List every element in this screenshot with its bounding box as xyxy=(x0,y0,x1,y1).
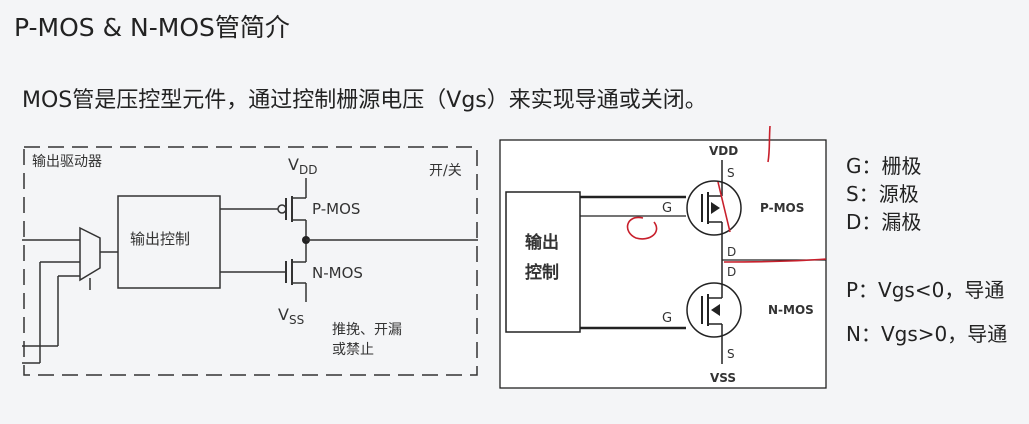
nmos-arrow xyxy=(711,304,720,316)
pmos-circle xyxy=(686,180,742,236)
right-diagram-frame xyxy=(499,139,827,389)
output-driver-label: 输出驱动器 xyxy=(32,154,102,170)
right-vdd-label: VDD xyxy=(709,144,738,158)
right-s-bottom-label: S xyxy=(727,347,735,361)
left-pmos-label: P-MOS xyxy=(312,200,360,218)
left-diagram xyxy=(22,146,478,376)
right-control-box xyxy=(505,191,581,333)
right-s-top-label: S xyxy=(727,166,735,180)
right-vss-label: VSS xyxy=(710,371,736,385)
right-diagram xyxy=(499,139,827,389)
output-driver-boundary xyxy=(23,146,478,376)
switch-label: 开/关 xyxy=(429,163,462,179)
mux-shape xyxy=(79,226,101,282)
annotation-circle xyxy=(626,216,658,240)
legend-drain: D：漏极 xyxy=(846,210,922,234)
vdd-sub-label: DD xyxy=(299,163,317,177)
legend-gate: G：栅极 xyxy=(846,154,922,178)
vss-sub-label: SS xyxy=(289,313,304,327)
note-line-2: 或禁止 xyxy=(332,342,374,358)
page-subtitle: MOS管是压控型元件，通过控制栅源电压（Vgs）来实现导通或关闭。 xyxy=(22,88,707,113)
right-pmos-label: P-MOS xyxy=(760,201,804,215)
right-d-top-label: D xyxy=(727,245,736,259)
legend-pmos-condition: P：Vgs<0，导通 xyxy=(846,278,1005,302)
pmos-arrow xyxy=(711,202,720,214)
annotation-output-line xyxy=(723,258,827,263)
hand-annotations xyxy=(626,125,827,263)
right-nmos-label: N-MOS xyxy=(768,303,814,317)
page-title: P-MOS & N-MOS管简介 xyxy=(14,13,290,42)
right-control-line-2: 控制 xyxy=(525,262,559,283)
right-g-top-label: G xyxy=(662,201,672,216)
output-control-label: 输出控制 xyxy=(130,230,190,248)
right-g-bottom-label: G xyxy=(662,311,672,326)
nmos-circle xyxy=(686,282,742,338)
annotation-stroke-top xyxy=(767,125,771,163)
vdd-main-label: V xyxy=(288,155,299,174)
right-control-line-1: 输出 xyxy=(525,232,559,253)
note-line-1: 推挽、开漏 xyxy=(332,322,402,338)
left-nmos-label: N-MOS xyxy=(312,264,363,282)
pmos-gate-bubble xyxy=(277,204,287,214)
right-d-bottom-label: D xyxy=(727,265,736,279)
legend-nmos-condition: N：Vgs>0，导通 xyxy=(846,322,1008,346)
annotation-slash xyxy=(717,181,731,233)
vss-main-label: V xyxy=(278,305,289,324)
output-control-box xyxy=(117,195,221,289)
legend-source: S：源极 xyxy=(846,182,919,206)
